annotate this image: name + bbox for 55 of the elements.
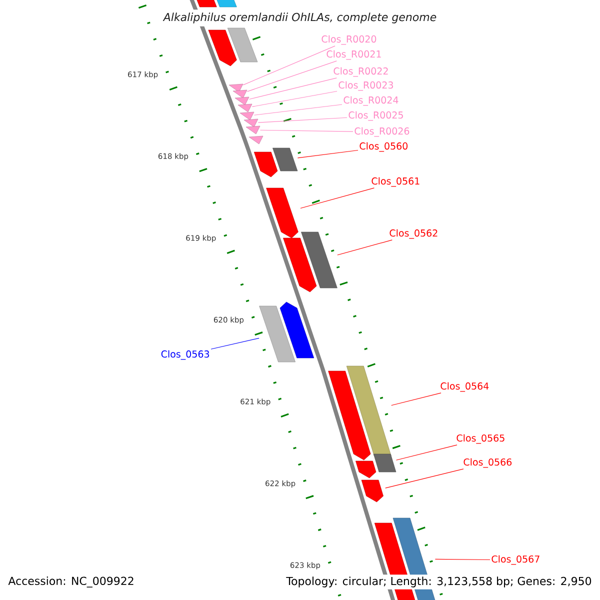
leader-line	[337, 240, 392, 256]
gene-block	[328, 370, 371, 460]
rna-triangle	[246, 126, 260, 134]
leader-line	[248, 78, 337, 100]
gene-label: Clos_0561	[372, 177, 420, 187]
gene-block	[346, 366, 392, 456]
leader-line	[385, 468, 464, 488]
gene-block	[280, 302, 314, 358]
rna-triangle	[228, 84, 244, 92]
gene-block	[361, 480, 384, 502]
gene-block	[356, 460, 376, 478]
title: Alkaliphilus oremlandii OhILAs, complete genome	[157, 10, 443, 26]
rna-triangle	[248, 136, 264, 144]
gene-block	[373, 454, 396, 472]
gene-block	[254, 152, 278, 178]
gene-label: Clos_R0023	[338, 81, 393, 91]
gene-block	[227, 28, 258, 62]
gene-block	[283, 238, 317, 292]
gene-label: Clos_0562	[390, 229, 438, 239]
leader-line	[254, 104, 342, 116]
gene-block	[208, 30, 237, 66]
leader-line	[300, 188, 374, 209]
rna-triangle	[238, 104, 252, 112]
footer-text: Accession: NC_009922	[6, 574, 136, 590]
gene-label: Clos_R0022	[334, 67, 388, 77]
gene-block	[259, 306, 296, 362]
leader-line	[260, 130, 354, 132]
gene-label: Clos_0560	[360, 142, 408, 152]
footer-text: Topology: circular; Length: 3,123,558 bp; Genes: 2,950	[284, 574, 594, 590]
leader-line	[242, 46, 336, 86]
gene-block	[272, 148, 298, 172]
rna-triangle	[240, 112, 254, 120]
leader-line	[210, 338, 260, 350]
gene-block	[301, 232, 338, 288]
gene-label: Clos_0567	[492, 555, 540, 565]
rna-triangle	[244, 118, 258, 128]
leader-line	[246, 60, 337, 92]
leader-line	[391, 392, 442, 406]
gene-label: Clos_0564	[440, 382, 489, 392]
leader-line	[252, 90, 338, 107]
leader-line	[396, 444, 458, 460]
leader-line	[258, 117, 348, 123]
rna-triangle	[234, 96, 250, 106]
leader-line	[434, 558, 490, 560]
leader-line	[297, 150, 358, 158]
gene-label: Clos_R0024	[344, 96, 398, 106]
gene-label: Clos_R0020	[322, 35, 376, 45]
gene-label: Clos_0566	[464, 458, 512, 468]
gene-label: Clos_0565	[456, 434, 504, 444]
rna-triangle	[232, 90, 248, 98]
gene-label: Clos_R0026	[354, 127, 410, 137]
gene-label: Clos_R0021	[326, 50, 381, 60]
gene-label: Clos_0563	[161, 350, 210, 360]
gene-block	[266, 188, 298, 238]
gene-label: Clos_R0025	[348, 111, 403, 121]
